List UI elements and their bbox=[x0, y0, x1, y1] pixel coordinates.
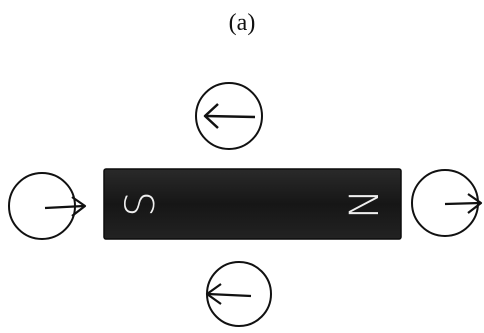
compass-left-arrowhead-icon bbox=[71, 196, 87, 217]
compass-bottom bbox=[205, 261, 272, 327]
magnet-south-label: S bbox=[118, 191, 164, 216]
compass-top-ring bbox=[195, 82, 263, 150]
compass-top-arrowhead-icon bbox=[203, 103, 219, 129]
compass-left-needle bbox=[44, 204, 85, 210]
compass-right bbox=[411, 169, 483, 237]
magnet-north-label: N bbox=[342, 189, 388, 219]
compass-bottom-arrowhead-icon bbox=[205, 283, 222, 305]
compass-top bbox=[195, 82, 263, 150]
compass-top-needle bbox=[205, 114, 256, 119]
magnet-body bbox=[103, 168, 402, 240]
compass-right-needle bbox=[444, 201, 481, 206]
panel-label: (a) bbox=[228, 10, 256, 36]
compass-left bbox=[8, 172, 87, 240]
compass-bottom-needle bbox=[207, 292, 252, 298]
bar-magnet: S N bbox=[103, 168, 402, 240]
compass-right-arrowhead-icon bbox=[467, 193, 483, 214]
